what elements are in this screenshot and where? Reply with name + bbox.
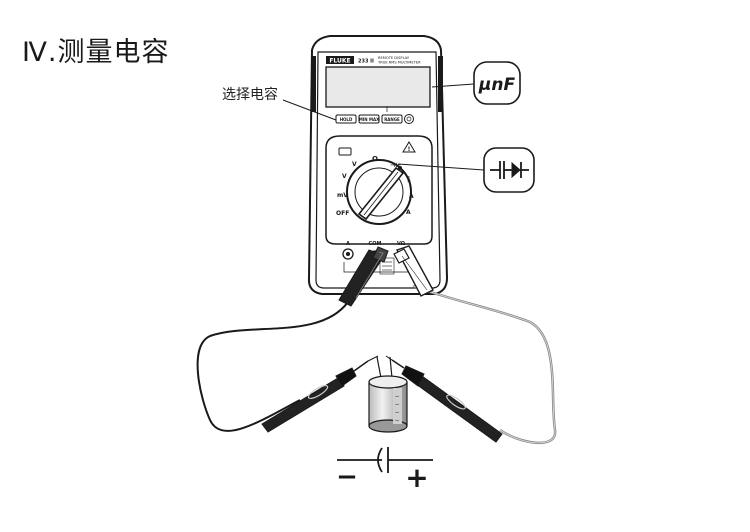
hold-button-label: HOLD bbox=[340, 117, 353, 122]
dial-label-v-dc: V bbox=[342, 173, 347, 180]
backlight-button[interactable] bbox=[404, 114, 414, 124]
black-probe bbox=[261, 355, 379, 433]
jack-bracket bbox=[343, 262, 408, 273]
shift-key bbox=[338, 147, 352, 156]
svg-text:−: − bbox=[394, 393, 399, 400]
dial-label-capacitance: ⊣⊢ bbox=[390, 162, 401, 169]
red-probe bbox=[385, 355, 503, 443]
page-title: Ⅳ.测量电容 bbox=[22, 37, 170, 68]
callout-select-leader bbox=[282, 99, 337, 121]
capacitor-lead-left bbox=[376, 356, 382, 379]
dial-label-off: OFF bbox=[336, 210, 349, 217]
backlight-icon bbox=[406, 116, 412, 122]
hold-button[interactable] bbox=[335, 114, 357, 124]
right-grip bbox=[438, 56, 443, 112]
black-test-lead bbox=[196, 301, 349, 432]
display-callout-text: μnF bbox=[478, 75, 516, 95]
capacitor-diode-icon bbox=[490, 161, 529, 179]
electrolytic-capacitor: − − − − bbox=[368, 356, 408, 433]
dial-label-mv: mV bbox=[337, 192, 348, 199]
display-callout: μnF bbox=[431, 61, 521, 105]
callout-select-capacitance: 选择电容 bbox=[222, 87, 278, 103]
minmax-button-label: MIN MAX bbox=[359, 117, 379, 122]
jack-label-a: A bbox=[346, 241, 350, 247]
range-button[interactable] bbox=[381, 114, 403, 124]
capacitor-lead-right bbox=[389, 356, 393, 379]
dial-indicator-dot bbox=[398, 166, 402, 170]
display-callout-box bbox=[473, 61, 521, 105]
svg-text:−: − bbox=[394, 409, 399, 416]
brand-label: FLUKE bbox=[329, 58, 350, 65]
negative-terminal-label: − bbox=[336, 462, 358, 492]
minmax-button[interactable] bbox=[358, 114, 380, 124]
model-label: 233 II bbox=[358, 59, 374, 65]
jack-label-vohm: VΩ bbox=[397, 241, 406, 247]
svg-text:−: − bbox=[394, 401, 399, 408]
warning-icon-mark: ! bbox=[408, 146, 411, 153]
dial-label-a-ac: A bbox=[409, 193, 414, 200]
jack-label-com: COM bbox=[369, 241, 382, 247]
brand-plate bbox=[326, 56, 354, 64]
dial-label-a-dc: A bbox=[406, 209, 411, 216]
multimeter: FLUKE 233 II REMOTE DISPLAY TRUE RMS MUL… bbox=[307, 35, 449, 295]
positive-terminal-label: + bbox=[405, 461, 428, 494]
lcd-display bbox=[325, 66, 431, 108]
dial-label-ohm: Ω bbox=[372, 155, 378, 163]
symbol-callout bbox=[397, 147, 535, 193]
left-grip bbox=[311, 56, 316, 112]
vohm-plug bbox=[393, 245, 434, 297]
dial-label-temperature: 🌡 bbox=[405, 175, 413, 183]
button-row: HOLD MIN MAX RANGE bbox=[335, 106, 414, 124]
jack-rating-box bbox=[379, 257, 395, 275]
range-button-label: RANGE bbox=[384, 117, 400, 122]
header-line-1: REMOTE DISPLAY bbox=[378, 56, 410, 60]
red-test-lead bbox=[412, 284, 557, 444]
capacitor-schematic-symbol: − + bbox=[336, 447, 433, 494]
svg-text:−: − bbox=[394, 417, 399, 424]
header-line-2: TRUE RMS MULTIMETER bbox=[377, 61, 421, 65]
com-plug bbox=[338, 246, 389, 307]
rotary-dial[interactable] bbox=[346, 159, 412, 225]
dial-label-v-ac: V bbox=[352, 161, 357, 168]
warning-icon bbox=[402, 141, 416, 153]
